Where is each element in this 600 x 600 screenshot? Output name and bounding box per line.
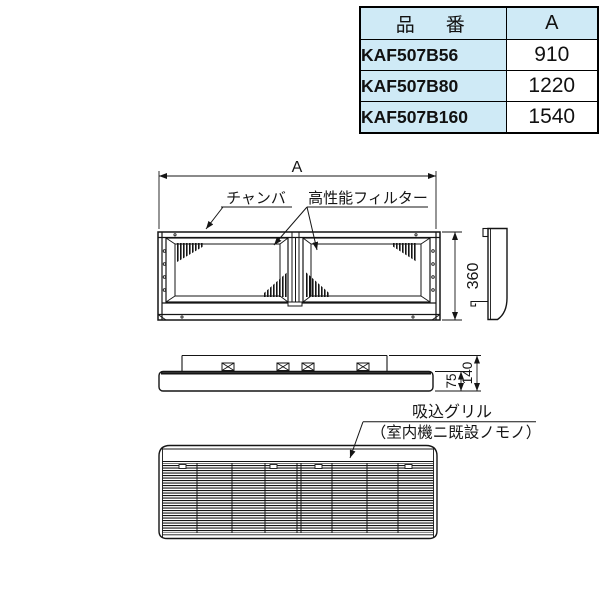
dim-360-label: 360 <box>465 263 482 290</box>
dimension-width-a: A <box>158 159 437 229</box>
dim-a-label: A <box>292 159 303 176</box>
dim-a-value-cell: 910 <box>505 39 599 71</box>
screws <box>162 233 435 319</box>
grille-clips <box>178 464 413 469</box>
leader-line <box>205 206 224 230</box>
table-row: KAF507B56 910 <box>359 39 599 71</box>
dim-a-value-cell: 1220 <box>505 70 599 102</box>
slat-dividers <box>196 463 399 533</box>
dim-a-value-cell: 1540 <box>505 101 599 134</box>
plan-view <box>158 354 434 392</box>
dim-140-label: 140 <box>460 362 475 385</box>
part-number-cell: KAF507B160 <box>359 101 507 134</box>
mounting-boxes <box>221 362 370 371</box>
table-row: KAF507B80 1220 <box>359 70 599 102</box>
grille-label-line2: （室内機ニ既設ノモノ） <box>371 424 542 442</box>
callout-chamber: チャンバ <box>205 190 292 230</box>
louver-slats <box>162 463 434 533</box>
leader-line <box>349 421 364 459</box>
dim-75-label: 75 <box>444 373 459 388</box>
hook-bracket <box>470 300 488 307</box>
spec-table: 品 番 A KAF507B56 910 KAF507B80 1220 KAF50… <box>359 6 599 134</box>
leader-line <box>306 206 319 251</box>
callout-grille: 吸込グリル （室内機ニ既設ノモノ） <box>349 403 542 459</box>
center-divider <box>287 232 303 307</box>
grille-label-line1: 吸込グリル <box>412 403 492 421</box>
chamber-label: チャンバ <box>226 190 286 207</box>
filter-label: 高性能フィルター <box>308 190 428 207</box>
side-view <box>470 227 508 321</box>
leader-line <box>273 206 308 246</box>
part-number-cell: KAF507B80 <box>359 70 507 102</box>
callout-filter: 高性能フィルター <box>273 190 428 251</box>
dimension-height-360: 360 <box>442 231 482 321</box>
col-header-dim-a: A <box>505 6 599 40</box>
filter-panel-left <box>165 237 289 303</box>
grille-view <box>158 444 438 540</box>
front-view <box>157 231 441 321</box>
table-row: KAF507B160 1540 <box>359 101 599 134</box>
hatch-shading <box>177 243 417 297</box>
mounting-tab <box>482 227 489 238</box>
dimension-depth: 75 140 <box>389 355 481 392</box>
filter-panel-right <box>302 237 431 303</box>
